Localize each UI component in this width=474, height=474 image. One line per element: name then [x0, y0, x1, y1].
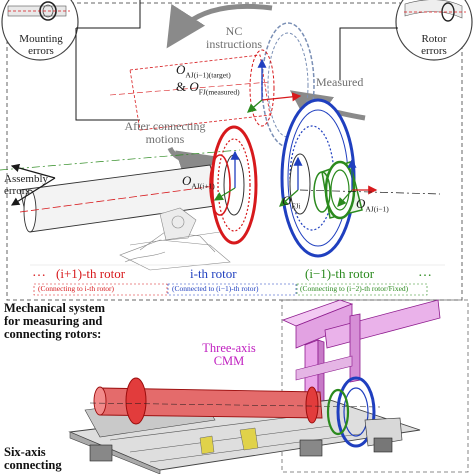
assembly-errors-line1: Assembly	[4, 173, 48, 185]
cmm-label: Three-axis CMM	[190, 341, 268, 369]
conn-i-plus-label: (Connecting to i-th rotor)	[38, 284, 115, 293]
nc-line2: instructions	[206, 36, 262, 51]
conn-i-label: (Connected to (i−1)-th rotor)	[172, 284, 259, 293]
mounting-errors-inset	[1, 0, 79, 61]
rotor-errors-label: Rotor errors	[402, 33, 466, 57]
assembly-errors-line2: errors	[4, 184, 30, 197]
conn-i-minus-label: (Connecting to (i−2)-th rotor/Fixed)	[300, 284, 409, 293]
rotor-i-minus-label: (i−1)-th rotor	[305, 266, 375, 281]
o-fji-label: OFJi	[282, 193, 301, 211]
mech-line3: connecting rotors:	[4, 327, 102, 342]
mounting-errors-line1: Mounting	[19, 33, 63, 45]
mech-line1: Mechanical system	[4, 301, 106, 315]
o-aji-minus-label: OAJ(i−1)	[356, 196, 389, 214]
lower-panel-frame	[281, 299, 469, 473]
dots-left: …	[32, 265, 46, 280]
machine-red-rotor	[89, 377, 381, 425]
after-connecting-arrow	[167, 146, 220, 189]
nc-instructions-arrow	[166, 3, 273, 49]
rotor-i-plus-label: (i+1)-th rotor	[56, 266, 126, 281]
six-axis-line1: Six-axis	[4, 445, 46, 459]
rotor-i-label: i-th rotor	[190, 266, 237, 281]
nc-line1: NC	[225, 24, 243, 38]
o-target-label: OAJ(i−1)(target)	[176, 62, 231, 80]
cmm-line2: CMM	[213, 354, 245, 369]
mech-line2: for measuring and	[4, 314, 103, 329]
rotor-errors-line1: Rotor	[421, 33, 447, 45]
mounting-errors-line2: errors	[28, 44, 54, 57]
dots-right: …	[418, 265, 432, 280]
mechanical-system-title: Mechanical system for measuring and conn…	[4, 301, 106, 342]
rotor-errors-line2: errors	[421, 44, 447, 57]
six-axis-label: Six-axis connecting	[4, 445, 62, 473]
top-panel-frame	[6, 2, 463, 301]
rotor-errors-inset	[395, 0, 473, 61]
after-connecting-line1: After connecting	[124, 119, 206, 133]
red-flange	[209, 125, 258, 245]
mounting-errors-label: Mounting errors	[10, 33, 72, 57]
after-connecting-label: After connecting motions	[110, 120, 220, 145]
six-axis-line2: connecting	[4, 458, 62, 473]
measured-label: Measured	[316, 75, 364, 89]
ghost-rotor-ring	[249, 22, 315, 148]
machine-blue-rotor	[326, 376, 403, 453]
o-measured-label: & OFJ(measured)	[176, 79, 240, 97]
cmm-line1: Three-axis	[202, 341, 256, 355]
machine-sketch	[119, 207, 231, 271]
after-connecting-line2: motions	[145, 131, 185, 146]
nc-instructions-label: NC instructions	[186, 25, 282, 50]
assembly-errors-label: Assembly errors	[4, 173, 48, 197]
o-aji-plus-label: OAJ(i+1)	[182, 173, 215, 191]
